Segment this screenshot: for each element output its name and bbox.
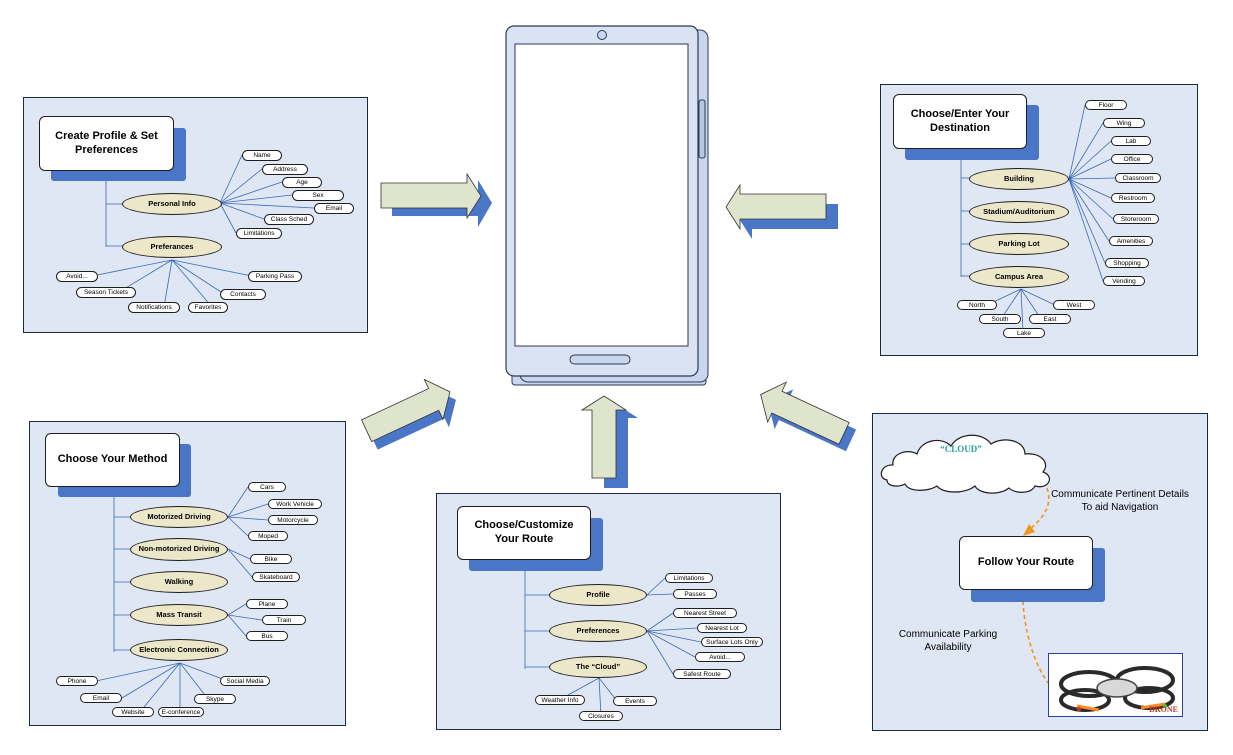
- pill-west: West: [1053, 300, 1095, 310]
- pill-east: East: [1029, 314, 1071, 324]
- pill-bike: Bike: [250, 554, 292, 564]
- pill-classroom: Classroom: [1115, 173, 1161, 183]
- panel-customize-route: Choose/Customize Your Route Profile Pref…: [436, 493, 781, 730]
- pill-safest-route: Safest Route: [673, 669, 731, 679]
- method-title: Choose Your Method: [45, 433, 180, 487]
- pill-route-avoid: Avoid...: [695, 652, 745, 662]
- pill-surface-lots-only: Surface Lots Only: [701, 637, 763, 647]
- pill-route-limitations: Limitations: [665, 573, 713, 583]
- pill-cars: Cars: [248, 482, 286, 492]
- pill-phone: Phone: [56, 676, 98, 686]
- building-node: Building: [969, 168, 1069, 190]
- nonmotorized-driving-node: Non-motorized Driving: [130, 538, 228, 561]
- pill-train: Train: [262, 615, 306, 625]
- pill-office: Office: [1111, 154, 1153, 164]
- pill-storeroom: Storeroom: [1113, 214, 1159, 224]
- pill-avoid: Avoid...: [56, 271, 98, 282]
- drone-icon: [1059, 666, 1175, 712]
- pill-e-conference: E-conference: [158, 707, 204, 717]
- pill-lab: Lab: [1111, 136, 1151, 146]
- panel-choose-destination: Choose/Enter Your Destination Building S…: [880, 84, 1198, 356]
- campus-area-node: Campus Area: [969, 266, 1069, 288]
- motorized-driving-node: Motorized Driving: [130, 506, 228, 528]
- pill-north: North: [957, 300, 997, 310]
- destination-title: Choose/Enter Your Destination: [893, 94, 1027, 149]
- drone-label: DRONE: [1149, 705, 1178, 714]
- preferences-node: Preferances: [122, 236, 222, 258]
- drone-image: DRONE: [1048, 653, 1183, 717]
- pill-moped: Moped: [248, 531, 288, 541]
- panel-follow-route: “CLOUD” Communicate Pertinent Details To…: [872, 413, 1208, 731]
- pill-south: South: [979, 314, 1021, 324]
- pill-motorcycle: Motorcycle: [268, 515, 318, 525]
- pill-work-vehicle: Work Vehicle: [268, 499, 322, 509]
- pill-email: Email: [314, 203, 354, 214]
- personal-info-node: Personal Info: [122, 193, 222, 215]
- profile-title: Create Profile & Set Preferences: [39, 116, 174, 171]
- pill-skateboard: Skateboard: [252, 572, 300, 582]
- parking-lot-node: Parking Lot: [969, 233, 1069, 255]
- stadium-node: Stadium/Auditorium: [969, 201, 1069, 223]
- panel-create-profile: Create Profile & Set Preferences Persona…: [23, 97, 368, 333]
- parking-note: Communicate Parking Availability: [898, 629, 998, 653]
- pill-address: Address: [262, 164, 308, 175]
- pill-parking-pass: Parking Pass: [248, 271, 302, 282]
- pill-skype: Skype: [194, 694, 236, 704]
- pill-age: Age: [282, 177, 322, 188]
- pill-wing: Wing: [1103, 118, 1145, 128]
- pill-favorites: Favorites: [188, 302, 228, 313]
- panel-choose-method: Choose Your Method Motorized Driving Non…: [29, 421, 346, 726]
- cloud-icon: [880, 434, 1051, 494]
- cloud-label: “CLOUD”: [940, 444, 982, 454]
- pill-contacts: Contacts: [220, 289, 266, 300]
- pill-season-tickets: Season Tickets: [76, 287, 136, 298]
- profile-node: Profile: [549, 584, 647, 606]
- pill-nearest-street: Nearest Street: [673, 608, 737, 618]
- pill-passes: Passes: [673, 589, 717, 599]
- pill-nearest-lot: Nearest Lot: [697, 623, 747, 633]
- pill-vending: Vending: [1103, 276, 1145, 286]
- route-preferences-node: Preferences: [549, 620, 647, 642]
- pill-limitations: Limitations: [236, 228, 282, 239]
- pill-name: Name: [242, 150, 282, 161]
- pill-lake: Lake: [1003, 328, 1045, 338]
- electronic-connection-node: Electronic Connection: [130, 639, 228, 661]
- pill-plane: Plane: [246, 599, 288, 609]
- walking-node: Walking: [130, 571, 228, 593]
- pill-email: Email: [80, 693, 122, 703]
- pill-class-sched: Class Sched: [264, 214, 314, 225]
- follow-title: Follow Your Route: [959, 536, 1093, 590]
- pill-weather-info: Weather Info: [535, 695, 585, 705]
- pill-shopping: Shopping: [1105, 258, 1149, 268]
- the-cloud-node: The “Cloud”: [549, 656, 647, 678]
- pill-bus: Bus: [246, 631, 288, 641]
- pill-website: Website: [112, 707, 154, 717]
- pill-closures: Closures: [579, 711, 623, 721]
- pill-sex: Sex: [292, 190, 344, 201]
- pill-amenities: Amenities: [1109, 236, 1153, 246]
- pill-restroom: Restroom: [1111, 193, 1155, 203]
- route-title: Choose/Customize Your Route: [457, 506, 591, 560]
- cloud-note: Communicate Pertinent Details To aid Nav…: [1051, 489, 1189, 513]
- pill-notifications: Notifications: [128, 302, 180, 313]
- pill-events: Events: [613, 696, 657, 706]
- mass-transit-node: Mass Transit: [130, 604, 228, 626]
- pill-social-media: Social Media: [220, 676, 270, 686]
- pill-floor: Floor: [1085, 100, 1127, 110]
